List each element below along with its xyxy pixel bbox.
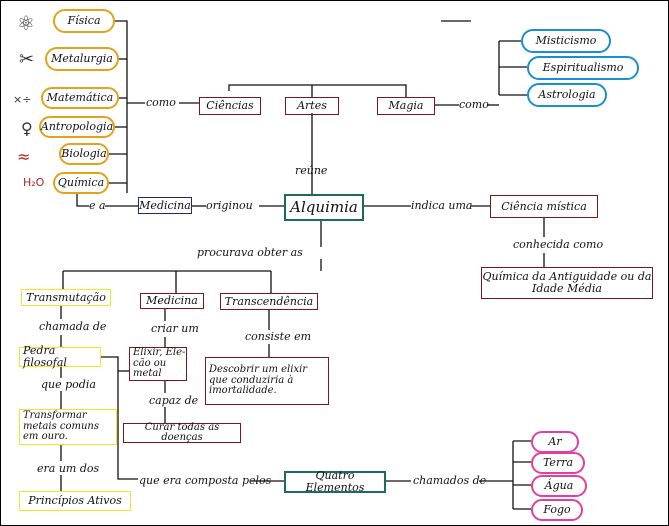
node-ciencia-mistica: Ciência mística (490, 195, 598, 218)
label-composta-pelos: que era composta pelos (139, 474, 272, 487)
node-transformar: Transformar metais comuns em ouro. (19, 409, 117, 445)
node-quimica-antiguidade: Química da Antiguidade ou da Idade Média (481, 267, 653, 299)
node-ciencias: Ciências (199, 97, 261, 115)
node-quatro-elementos: Quatro Elementos (284, 470, 386, 493)
label-consiste-em: consiste em (245, 330, 312, 343)
node-fisica: Física (53, 9, 115, 33)
node-medicina-top: Medicina (138, 197, 192, 214)
label-procurava-obter: procurava obter as (197, 246, 303, 259)
label-que-podia: que podia (41, 378, 96, 391)
label-conhecida-como: conhecida como (513, 238, 604, 251)
label-como-right: como (459, 98, 489, 111)
node-ar: Ar (531, 431, 579, 453)
atom-icon: ⚛ (17, 11, 35, 35)
node-curar-doencas: Curar todas as doenças (123, 422, 241, 443)
label-como-left: como (146, 96, 176, 109)
node-principios-ativos: Princípios Ativos (19, 491, 131, 511)
node-alquimia: Alquimia (284, 194, 364, 221)
node-medicina: Medicina (140, 293, 204, 309)
node-artes: Artes (285, 97, 339, 115)
h2o-formula-icon: H₂O (23, 176, 45, 189)
node-metalurgia: Metalurgia (45, 47, 119, 71)
node-magia: Magia (377, 97, 435, 115)
label-e-a: e a (89, 199, 106, 212)
node-espiritualismo: Espiritualismo (527, 56, 639, 80)
node-elixir: Elixir, Ele- cão ou metal (129, 347, 187, 381)
label-reune: reúne (295, 164, 328, 177)
node-matematica: Matemática (41, 87, 119, 109)
tongs-icon: ✂ (19, 49, 35, 70)
node-terra: Terra (531, 452, 585, 474)
label-indica-uma: indica uma (411, 199, 473, 212)
label-chamados-de: chamados de (413, 474, 487, 487)
dna-icon: ≈ (17, 147, 31, 166)
node-astrologia: Astrologia (527, 83, 607, 107)
node-transmutacao: Transmutação (21, 289, 111, 306)
node-pedra-filosofal: Pedra filosofal (19, 345, 101, 368)
node-misticismo: Misticismo (521, 29, 611, 53)
node-descobrir-elixir: Descobrir um elixir que conduziria à imo… (205, 357, 329, 405)
node-transcendencia: Transcendência (220, 293, 318, 310)
label-capaz-de: capaz de (149, 394, 199, 407)
node-agua: Água (531, 475, 587, 497)
label-criar-um: criar um (151, 322, 199, 335)
label-era-um-dos: era um dos (37, 462, 100, 475)
node-antropologia: Antropologia (39, 116, 115, 138)
anthropology-figure-icon: ♀ (21, 119, 33, 138)
node-quimica: Química (53, 172, 109, 194)
node-biologia: Biologia (59, 143, 109, 165)
node-fogo: Fogo (531, 499, 583, 521)
label-originou: originou (206, 199, 253, 212)
label-chamada-de: chamada de (39, 320, 107, 333)
math-symbols-icon: ×÷ (13, 93, 32, 106)
